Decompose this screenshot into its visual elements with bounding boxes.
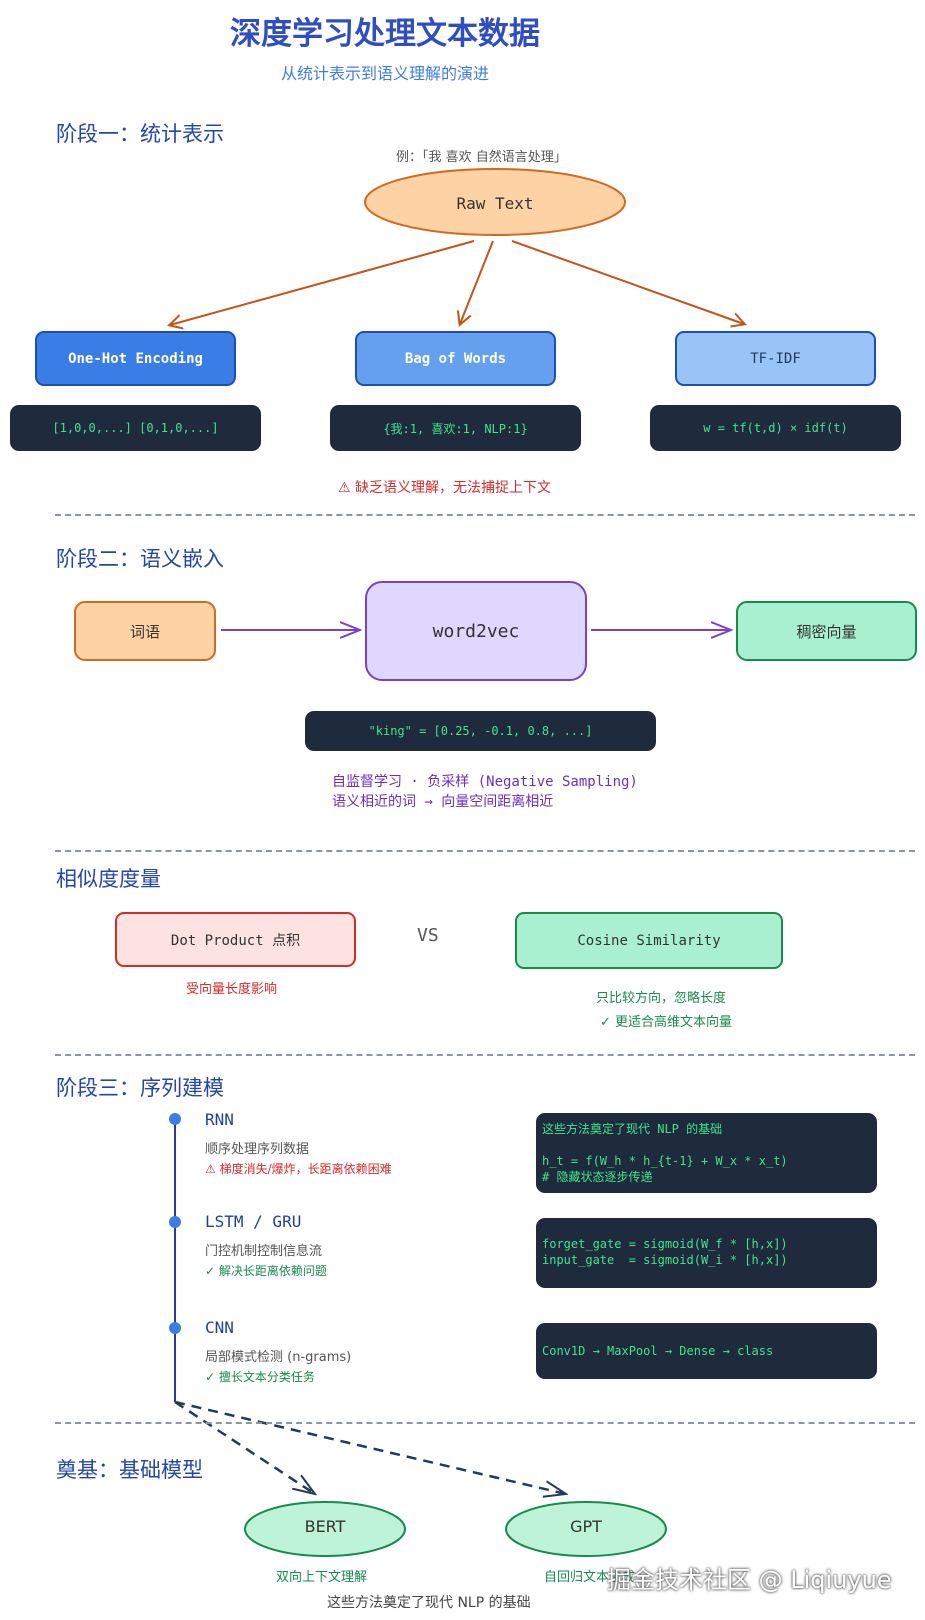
bert-note: 双向上下文理解: [276, 1570, 368, 1585]
cnn-note: ✓ 擅长文本分类任务: [205, 1370, 315, 1384]
arrow-to-tfidf: [511, 240, 744, 324]
stage2-heading: 阶段二：语义嵌入: [56, 547, 224, 571]
cnn-code: Conv1D → MaxPool → Dense → class: [536, 1323, 877, 1379]
page-title: 深度学习处理文本数据: [230, 16, 540, 52]
divider-2: [55, 850, 915, 852]
page-subtitle: 从统计表示到语义理解的演进: [280, 64, 489, 83]
timeline-dot-lstm: [169, 1216, 181, 1228]
gpt-ellipse: [505, 1501, 667, 1557]
embedding-code: "king" = [0.25, -0.1, 0.8, ...]: [305, 711, 656, 751]
lstm-desc: 门控机制控制信息流: [205, 1244, 323, 1259]
cnn-title: CNN: [205, 1318, 234, 1337]
cosine-note-1: 只比较方向，忽略长度: [596, 991, 727, 1006]
cosine-box: Cosine Similarity: [515, 912, 783, 969]
cosine-note-2: ✓ 更适合高维文本向量: [600, 1015, 733, 1030]
tfidf-box: TF-IDF: [675, 331, 876, 386]
timeline-dot-rnn: [169, 1113, 181, 1125]
rnn-code: 这些方法奠定了现代 NLP 的基础 h_t = f(W_h * h_{t-1} …: [536, 1113, 877, 1193]
raw-text-label: Raw Text: [456, 193, 534, 213]
arrow-to-onehot: [170, 240, 475, 325]
rnn-note: ⚠ 梯度消失/爆炸，长距离依赖困难: [205, 1162, 392, 1176]
timeline-dot-cnn: [169, 1322, 181, 1334]
stage2-note-2: 语义相近的词 → 向量空间距离相近: [332, 794, 554, 810]
gpt-note: 自回归文本生成: [544, 1570, 636, 1585]
rnn-desc: 顺序处理序列数据: [205, 1142, 310, 1157]
gpt-label: GPT: [570, 1517, 602, 1536]
word-input-box: 词语: [74, 601, 216, 661]
bert-ellipse: [244, 1501, 406, 1557]
onehot-code: [1,0,0,...] [0,1,0,...]: [10, 405, 261, 451]
stage2-note-1: 自监督学习 · 负采样 (Negative Sampling): [332, 774, 638, 790]
divider-1: [55, 514, 915, 516]
bert-label: BERT: [304, 1517, 346, 1536]
arrow-to-bert: [174, 1400, 315, 1494]
foundation-footer: 这些方法奠定了现代 NLP 的基础: [327, 1595, 531, 1611]
watermark: 掘金技术社区 @ Liqiuyue: [607, 1566, 892, 1594]
tfidf-code: w = tf(t,d) × idf(t): [650, 405, 901, 451]
lstm-note: ✓ 解决长距离依赖问题: [205, 1264, 327, 1278]
raw-text-ellipse: [364, 168, 626, 236]
arrow-to-gpt: [174, 1400, 566, 1494]
foundation-heading: 奠基：基础模型: [56, 1458, 203, 1482]
dot-product-note: 受向量长度影响: [186, 982, 278, 997]
cnn-desc: 局部模式检测 (n-grams): [205, 1350, 352, 1365]
rnn-title: RNN: [205, 1110, 234, 1129]
bow-code: {我:1, 喜欢:1, NLP:1}: [330, 405, 581, 451]
stage3-heading: 阶段三：序列建模: [56, 1076, 224, 1100]
word2vec-box: word2vec: [365, 581, 587, 681]
dot-product-box: Dot Product 点积: [115, 912, 356, 967]
arrow-to-bow: [460, 240, 494, 324]
bow-box: Bag of Words: [355, 331, 556, 386]
vs-label: VS: [417, 925, 439, 946]
stage1-warning: ⚠ 缺乏语义理解，无法捕捉上下文: [338, 480, 552, 496]
divider-3: [55, 1054, 915, 1056]
stage1-example: 例：「我 喜欢 自然语言处理」: [396, 150, 567, 165]
dense-vector-box: 稠密向量: [736, 601, 917, 661]
lstm-title: LSTM / GRU: [205, 1212, 302, 1231]
lstm-code: forget_gate = sigmoid(W_f * [h,x]) input…: [536, 1218, 877, 1288]
stage1-heading: 阶段一：统计表示: [56, 122, 224, 146]
onehot-box: One-Hot Encoding: [35, 331, 236, 386]
divider-4: [55, 1422, 915, 1424]
similarity-heading: 相似度度量: [56, 867, 161, 891]
